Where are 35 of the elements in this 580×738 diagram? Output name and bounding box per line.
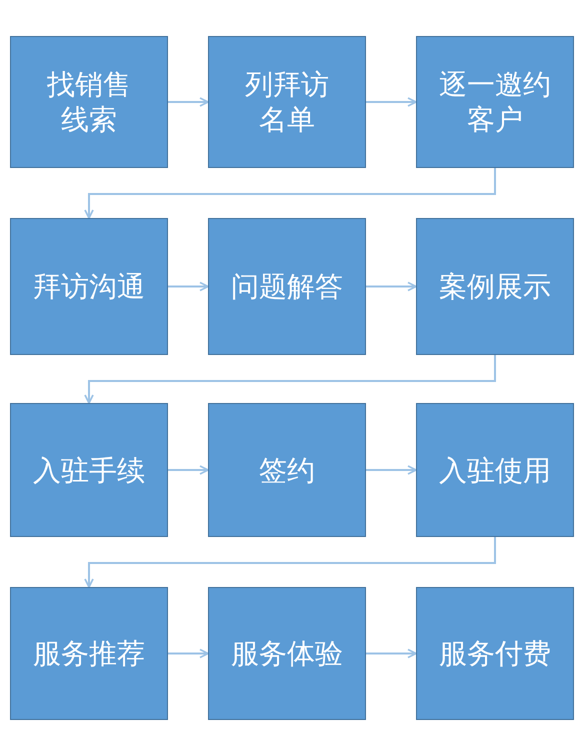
step-label: 逐一邀约客户 xyxy=(438,67,552,137)
step-label: 入驻使用 xyxy=(439,452,551,488)
step-label: 服务推荐 xyxy=(33,636,145,671)
process-box xyxy=(10,36,168,168)
process-box xyxy=(10,403,168,537)
arrow xyxy=(366,465,417,475)
step-label: 入驻手续 xyxy=(33,452,145,488)
process-box xyxy=(208,403,366,537)
step-label: 拜访沟通 xyxy=(33,269,145,304)
step-label: 问题解答 xyxy=(231,269,343,304)
arrow xyxy=(84,355,496,404)
arrow xyxy=(168,465,209,475)
process-box xyxy=(416,218,574,355)
process-box xyxy=(10,218,168,355)
arrow xyxy=(366,648,417,658)
arrow xyxy=(168,282,209,292)
process-box xyxy=(416,36,574,168)
process-box xyxy=(208,218,366,355)
arrow xyxy=(84,168,496,219)
step-label: 找销售线索 xyxy=(46,67,132,137)
arrow xyxy=(168,97,209,107)
step-label: 签约 xyxy=(259,452,315,488)
step-label: 服务付费 xyxy=(439,636,551,671)
step-label: 案例展示 xyxy=(439,269,551,304)
step-label: 列拜访名单 xyxy=(244,67,330,137)
process-box xyxy=(416,587,574,720)
arrow xyxy=(366,282,417,292)
process-box xyxy=(10,587,168,720)
arrow xyxy=(366,97,417,107)
process-box xyxy=(208,587,366,720)
process-box xyxy=(208,36,366,168)
step-label: 服务体验 xyxy=(231,636,343,671)
process-box xyxy=(416,403,574,537)
arrow xyxy=(168,648,209,658)
arrow xyxy=(84,537,496,588)
